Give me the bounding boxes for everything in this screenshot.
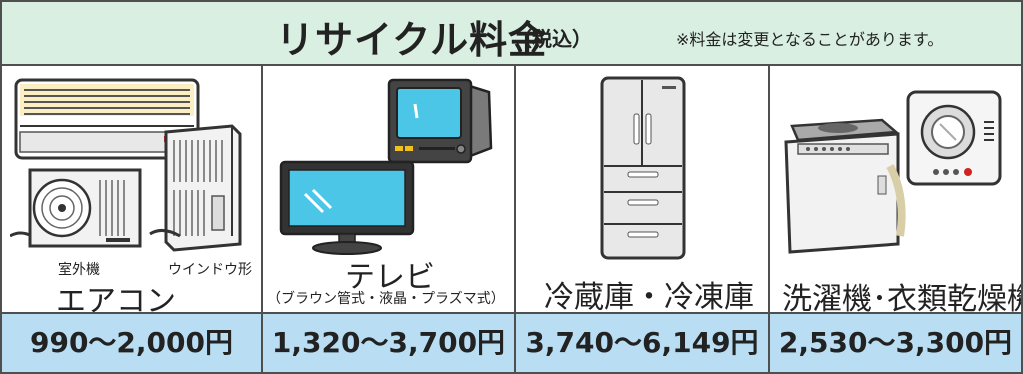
price-washer: 2,530〜3,300円 bbox=[778, 326, 1013, 359]
price-change-note: ※料金は変更となることがあります。 bbox=[676, 30, 944, 49]
clothes-dryer-icon bbox=[906, 90, 1002, 186]
outdoor-unit-label: 室外機 bbox=[58, 262, 100, 278]
appliance-name-refrigerator: 冷蔵庫・冷凍庫 bbox=[544, 280, 754, 312]
page-title: リサイクル料金 bbox=[276, 18, 548, 62]
appliance-name-aircon: エアコン bbox=[56, 284, 176, 312]
tv-types-note: （ブラウン管式・液晶・プラズマ式） bbox=[267, 291, 505, 307]
price-row: 990〜2,000円 1,320〜3,700円 3,740〜6,149円 2,5… bbox=[2, 312, 1021, 372]
flat-tv-icon bbox=[279, 160, 415, 255]
appliance-column-refrigerator: 冷蔵庫・冷凍庫 bbox=[516, 66, 770, 312]
appliance-name-washer: 洗濯機･衣類乾燥機 bbox=[782, 282, 1021, 312]
appliance-column-aircon: 室外機 ウインドウ形 エアコン bbox=[2, 66, 263, 312]
price-aircon: 990〜2,000円 bbox=[2, 314, 263, 372]
tax-included-label: （税込） bbox=[512, 27, 592, 51]
crt-tv-icon bbox=[387, 78, 493, 164]
appliance-columns: 室外機 ウインドウ形 エアコン bbox=[2, 66, 1021, 312]
window-unit-label: ウインドウ形 bbox=[168, 262, 252, 278]
price-tv: 1,320〜3,700円 bbox=[263, 314, 516, 372]
air-conditioner-indoor-icon bbox=[14, 78, 200, 160]
appliance-name-tv: テレビ bbox=[345, 260, 435, 295]
table-header: リサイクル料金 （税込） ※料金は変更となることがあります。 bbox=[2, 2, 1021, 66]
appliance-column-washer: 洗濯機･衣類乾燥機 bbox=[770, 66, 1021, 312]
air-conditioner-outdoor-icon bbox=[10, 168, 181, 248]
price-refrigerator: 3,740〜6,149円 bbox=[516, 314, 770, 372]
refrigerator-icon bbox=[600, 76, 686, 260]
washing-machine-icon bbox=[784, 118, 906, 254]
window-air-conditioner-icon bbox=[164, 124, 242, 252]
appliance-column-tv: テレビ （ブラウン管式・液晶・プラズマ式） bbox=[263, 66, 516, 312]
